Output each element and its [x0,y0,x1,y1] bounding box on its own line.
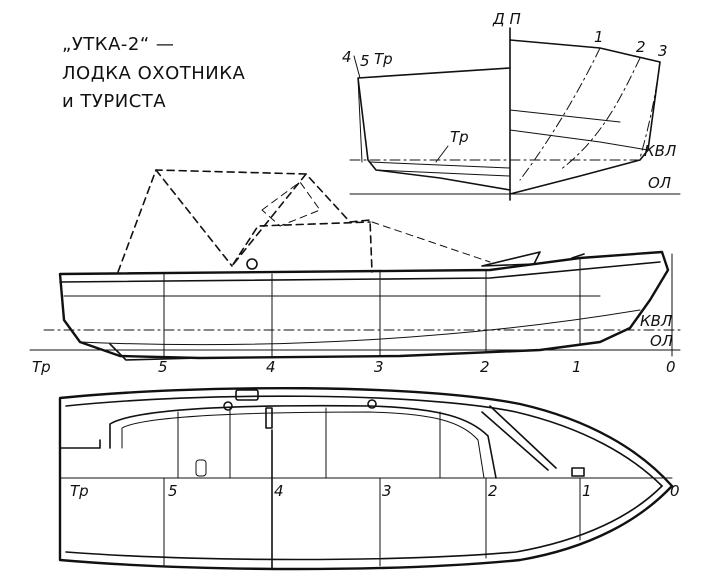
bow-cleat-icon [571,253,585,259]
body-plan-waterline-label: КВЛ [644,142,676,160]
fwd-station-label-2: 2 [636,38,646,56]
fwd-station-label-1: 1 [594,28,604,46]
cockpit-coaming [109,404,497,479]
cleat-icon [246,258,258,270]
plan-frames [177,407,441,479]
profile-station-label-1: 1 [572,358,582,376]
aft-station-label-tr: Тр [374,50,393,68]
aft-chine-line [369,161,511,169]
plan-station-label-3: 3 [382,482,392,500]
plan-deck-edge-upper [65,395,663,487]
plan-view: Тр 5 4 3 2 1 0 [58,386,680,571]
profile-station-label-2: 2 [480,358,490,376]
plan-station-label-1: 1 [582,482,592,500]
aft-keel-line [375,169,511,177]
fwd-chine-line [509,129,649,151]
profile-view: Тр 5 4 3 2 1 0 КВЛ ОЛ [29,169,681,376]
canopy-outline [117,169,373,273]
title-line-2: ЛОДКА ОХОТНИКА [62,63,246,84]
profile-transom-label: Тр [32,358,51,376]
plan-station-label-2: 2 [488,482,498,500]
profile-baseline-label: ОЛ [650,332,673,350]
aft-section-transom [357,67,511,191]
profile-station-label-4: 4 [266,358,276,376]
cockpit-inner [121,411,485,479]
aft-section-5 [357,77,363,163]
bow-fitting-icon [571,467,585,477]
plan-transom-label: Тр [70,482,89,500]
plan-hull-outline [58,386,674,571]
fwd-section-2 [559,57,641,171]
plan-deck-edge-lower [65,485,663,561]
plan-station-label-5: 5 [168,482,178,500]
plan-windshield [481,405,557,471]
cleat-right-icon [367,399,377,409]
aft-section-4-top [353,55,361,79]
mast-step [265,407,273,429]
canopy-window [261,181,321,227]
fwd-sheer-line [509,109,621,123]
transom-leader [435,145,449,163]
cleat-left-icon [223,401,233,411]
plan-transom [59,399,101,449]
fwd-section-1 [519,47,601,181]
profile-station-label-5: 5 [158,358,168,376]
title-line-3: и ТУРИСТА [62,91,166,112]
title-line-1: „УТКА-2“ — [62,34,174,55]
windshield [481,251,541,267]
body-plan: Д П 4 5 Тр 1 2 3 Тр КВЛ ОЛ [342,10,681,201]
profile-waterline-label: КВЛ [640,312,672,330]
profile-station-label-3: 3 [374,358,384,376]
sheer-line [59,261,661,283]
canopy-strut-2 [231,173,371,267]
centerline-label: Д П [492,10,521,28]
fuel-tank [195,459,207,477]
hull-outline [58,250,670,360]
chine-line [79,309,641,346]
profile-station-lines [163,253,673,359]
profile-station-label-0: 0 [666,358,676,376]
plan-station-lines [163,429,581,569]
plan-station-label-4: 4 [274,482,284,500]
body-plan-baseline-label: ОЛ [648,174,671,192]
canopy-front-line [371,221,491,263]
hatch-icon [235,389,259,401]
skeg [109,343,201,361]
canopy-strut-1 [155,169,233,267]
plan-station-label-0: 0 [670,482,680,500]
fwd-station-label-3: 3 [658,42,668,60]
aft-station-label-4: 4 [342,48,352,66]
title-block: „УТКА-2“ — ЛОДКА ОХОТНИКА и ТУРИСТА [62,34,246,112]
body-plan-transom-label: Тр [450,128,469,146]
aft-station-label-5: 5 [360,52,370,70]
